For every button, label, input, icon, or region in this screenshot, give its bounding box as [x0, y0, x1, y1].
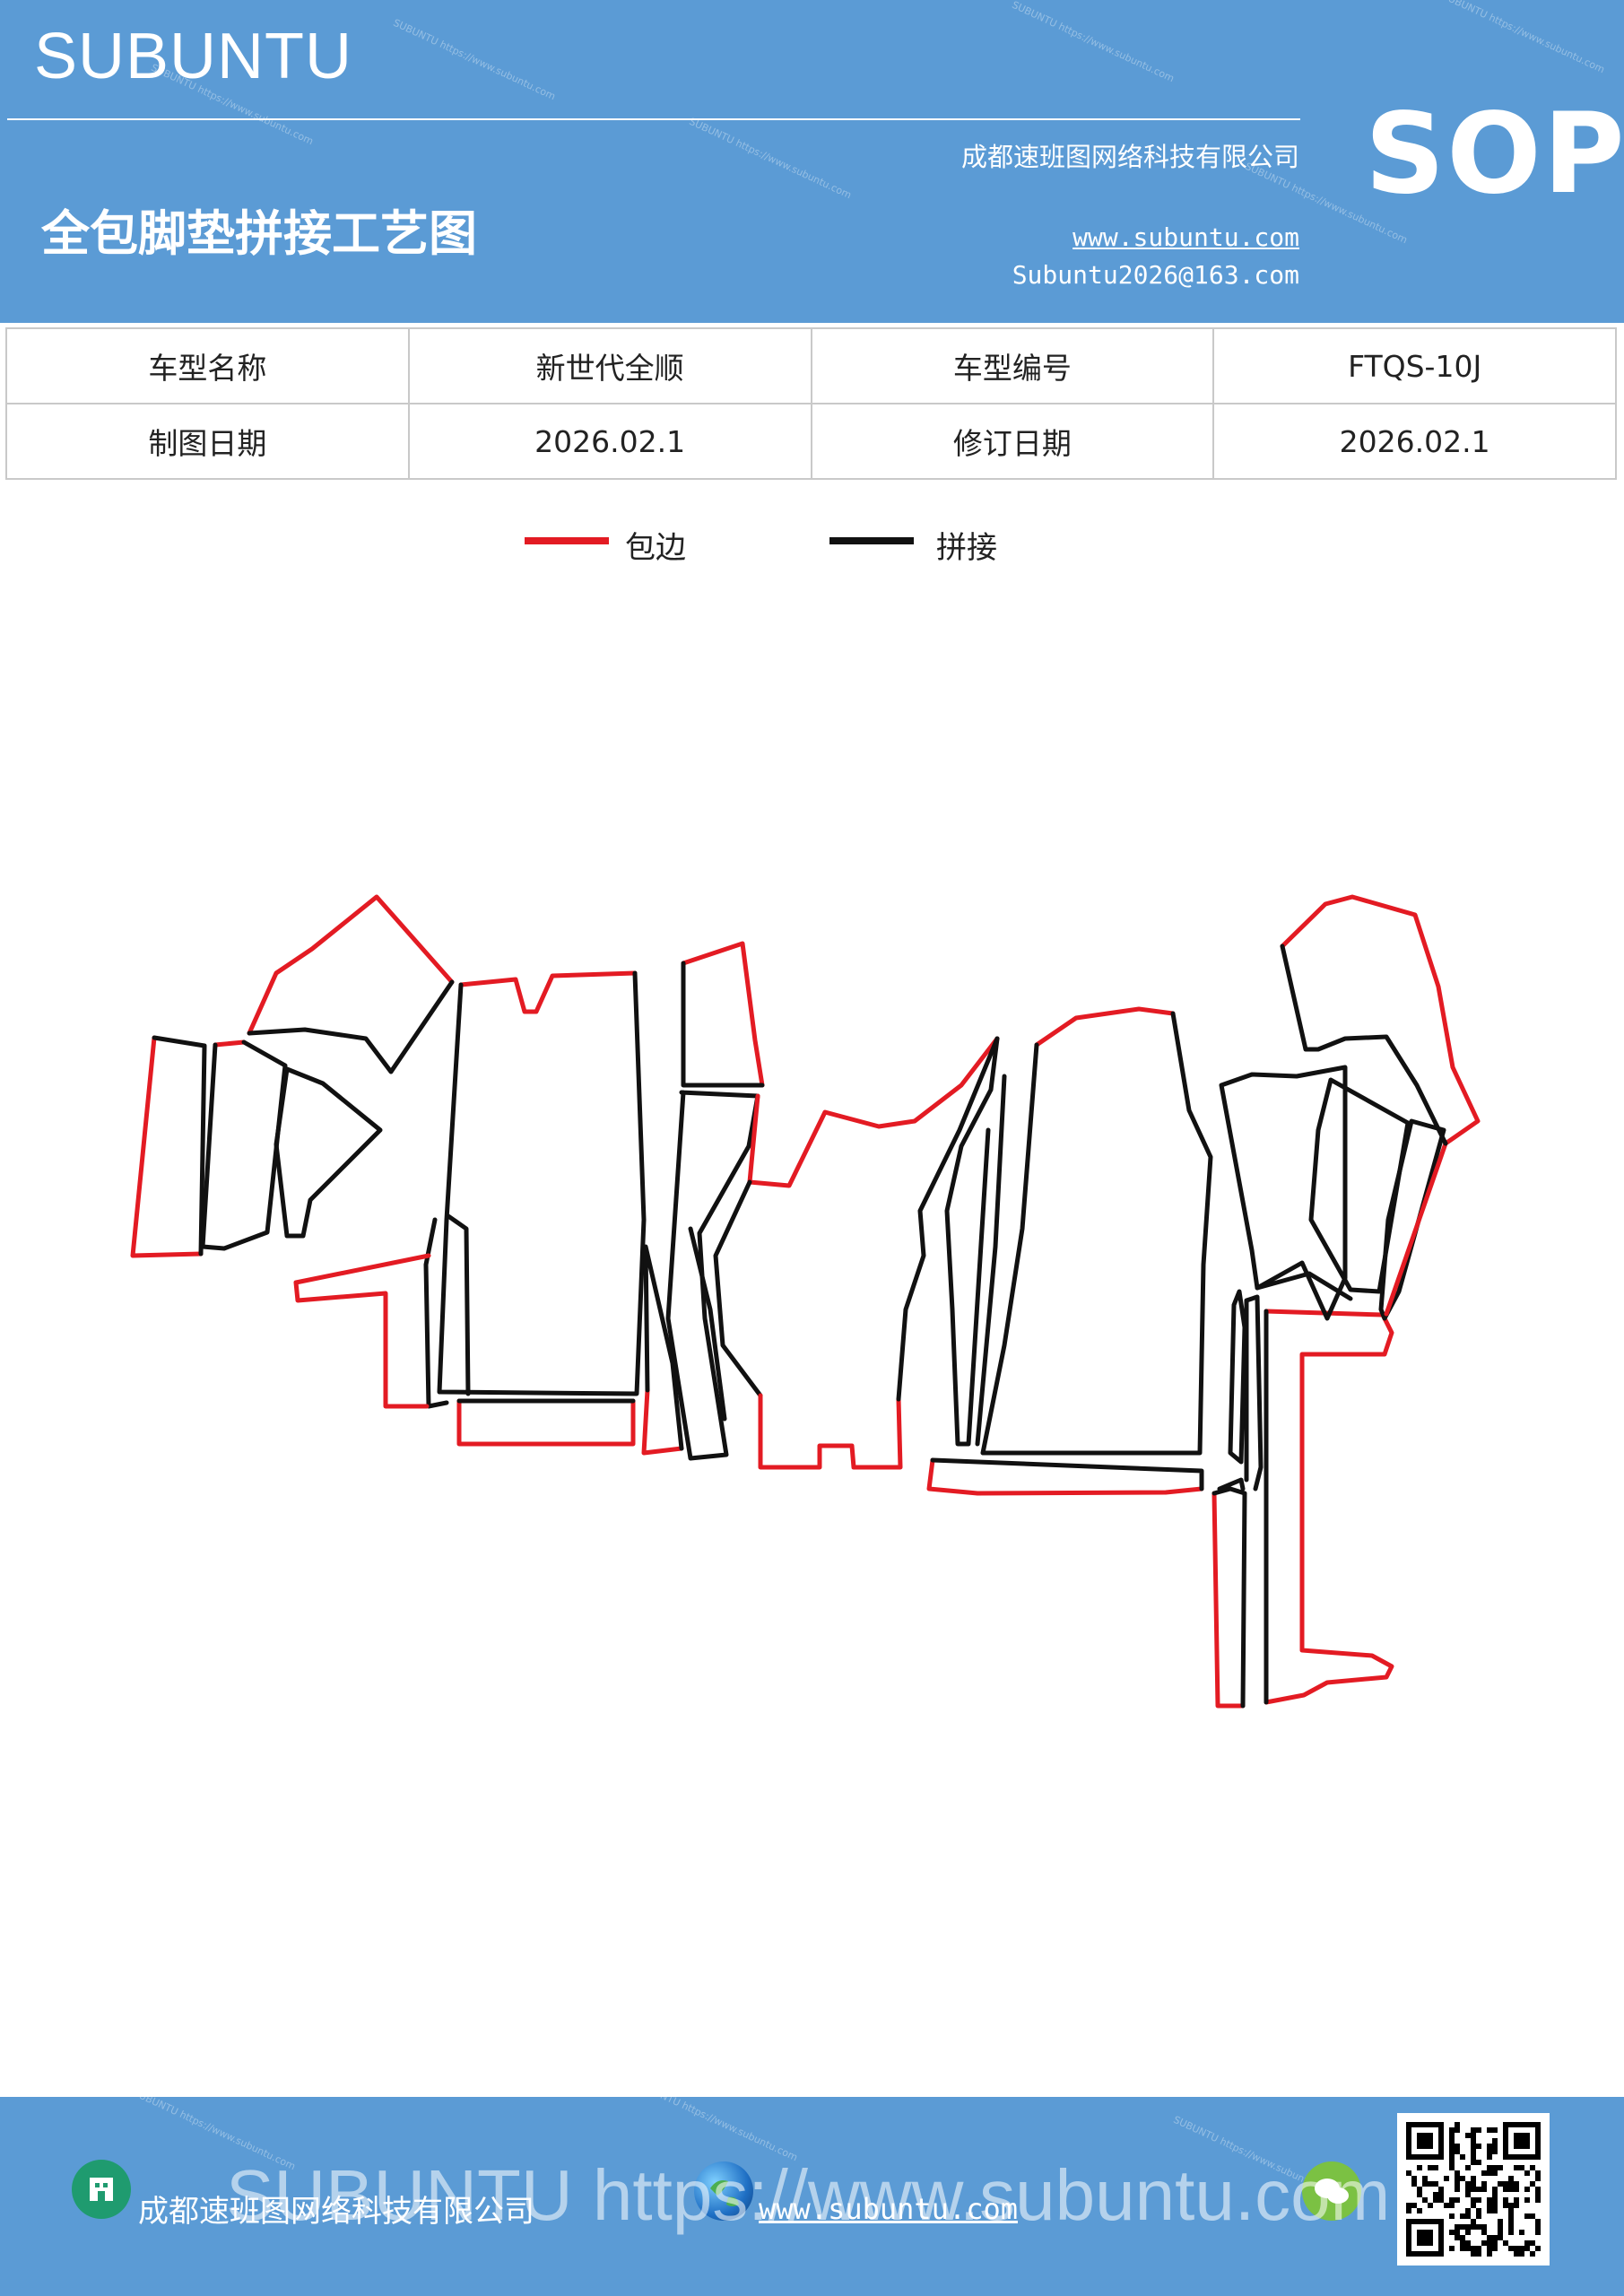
- seam-line: [274, 1066, 383, 1239]
- seam-line: [1217, 1477, 1246, 1492]
- seam-line: [1280, 944, 1448, 1146]
- seam-line: [980, 1011, 1213, 1456]
- seam-line: [446, 1213, 471, 1396]
- seam-line: [1211, 1486, 1247, 1709]
- legend-label-edge: 包边: [625, 530, 686, 566]
- qr-code: [1397, 2113, 1550, 2266]
- edge-line: [130, 1035, 204, 1258]
- seam-line: [944, 1036, 1000, 1447]
- value-drawing-date: 2026.02.1: [407, 403, 812, 480]
- value-revision-date: 2026.02.1: [1212, 403, 1617, 480]
- edge-line: [213, 1039, 247, 1048]
- legend-swatch-edge: [525, 537, 609, 544]
- seam-line: [437, 970, 647, 1396]
- edge-line: [1280, 894, 1481, 1317]
- table-row: 车型名称 新世代全顺 车型编号 FTQS-10J: [5, 327, 1617, 404]
- footer-watermark: SUBUNTU https://www.subuntu.com: [226, 2155, 1391, 2235]
- brand-name: SUBUNTU: [34, 21, 353, 92]
- edge-line: [247, 894, 455, 1036]
- globe-icon: [694, 2161, 753, 2221]
- legend: 包边 拼接: [0, 525, 1624, 570]
- seam-line: [247, 979, 455, 1074]
- email-address: Subuntu2026@163.com: [1012, 260, 1299, 290]
- floor-mat-diagram: [130, 894, 1481, 1709]
- footer-company-name: 成都速班图网络科技有限公司: [138, 2194, 534, 2230]
- seam-line: [1228, 1289, 1247, 1465]
- vehicle-info-table: 车型名称 新世代全顺 车型编号 FTQS-10J 制图日期 2026.02.1 …: [5, 327, 1617, 480]
- edge-line: [758, 1393, 903, 1470]
- header-banner: SUBUNTU https://www.subuntu.com SUBUNTU …: [0, 0, 1624, 323]
- seam-line: [688, 1226, 727, 1422]
- building-icon: [72, 2160, 131, 2219]
- edge-line: [1211, 1491, 1246, 1709]
- edge-line: [926, 1457, 1204, 1496]
- seam-line: [896, 1036, 1000, 1402]
- value-model-name: 新世代全顺: [407, 327, 812, 404]
- footer-banner: SUBUNTU https://www.subuntu.com SUBUNTU …: [0, 2097, 1624, 2296]
- edge-line: [1264, 1309, 1394, 1705]
- watermark-text: SUBUNTU https://www.subuntu.com: [1010, 0, 1177, 85]
- legend-label-seam: 拼接: [936, 530, 997, 566]
- watermark-text: SUBUNTU https://www.subuntu.com: [391, 16, 558, 103]
- seam-line: [975, 1074, 1007, 1447]
- label-model-name: 车型名称: [5, 327, 410, 404]
- edge-line: [747, 1036, 1000, 1188]
- edge-line: [681, 941, 765, 1088]
- seam-line: [643, 1244, 684, 1451]
- edge-line: [293, 1253, 431, 1409]
- edge-line: [1034, 1006, 1176, 1048]
- seam-line: [200, 1039, 288, 1251]
- wechat-icon: [1302, 2161, 1361, 2221]
- seam-line: [423, 1217, 449, 1409]
- company-name: 成都速班图网络科技有限公司: [960, 142, 1299, 172]
- edge-line: [458, 970, 638, 1014]
- website-link[interactable]: www.subuntu.com: [1073, 222, 1299, 252]
- seam-line: [930, 1457, 1204, 1492]
- table-row: 制图日期 2026.02.1 修订日期 2026.02.1: [5, 403, 1617, 480]
- watermark-text: SUBUNTU https://www.subuntu.com: [687, 115, 854, 202]
- seam-line: [681, 961, 765, 1088]
- label-revision-date: 修订日期: [810, 403, 1215, 480]
- sop-badge: SOP: [1365, 90, 1624, 219]
- seam-line: [665, 1090, 760, 1461]
- seam-line: [1308, 1077, 1411, 1294]
- page-title: 全包脚垫拼接工艺图: [41, 205, 477, 262]
- seam-line: [152, 1035, 207, 1257]
- footer-website-link[interactable]: www.subuntu.com: [759, 2192, 1018, 2226]
- header-divider: [7, 118, 1300, 120]
- watermark-text: SUBUNTU https://www.subuntu.com: [1440, 0, 1607, 76]
- edge-line: [641, 1387, 684, 1456]
- seam-line: [1255, 1271, 1353, 1301]
- label-drawing-date: 制图日期: [5, 403, 410, 480]
- seam-line: [1219, 1065, 1348, 1321]
- legend-swatch-seam: [829, 537, 914, 544]
- seam-line: [1378, 1118, 1446, 1321]
- seam-line: [713, 1179, 763, 1398]
- label-model-code: 车型编号: [810, 327, 1215, 404]
- seam-line: [1244, 1294, 1264, 1492]
- value-model-code: FTQS-10J: [1212, 327, 1617, 404]
- edge-line: [456, 1398, 636, 1447]
